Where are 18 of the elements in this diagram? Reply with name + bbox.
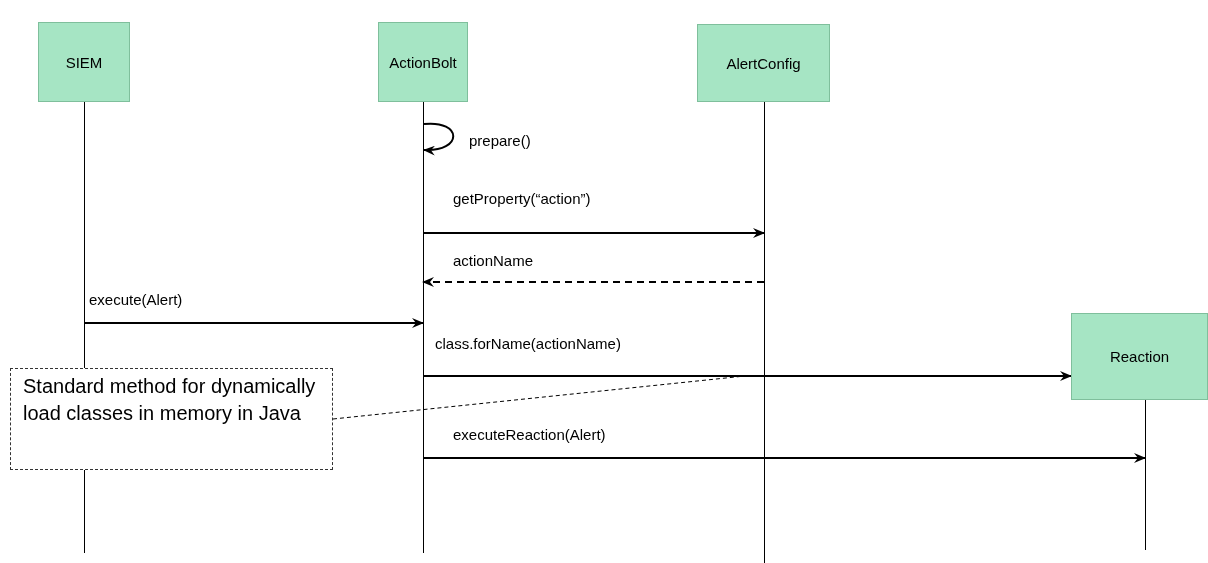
message-arrow (423, 122, 455, 155)
message-arrow (422, 228, 765, 238)
message-arrow (422, 371, 1072, 381)
note-box: Standard method for dynamically load classes in memory in Java (10, 368, 333, 470)
participant-box: AlertConfig (697, 24, 830, 102)
edge-label: execute(Alert) (88, 291, 184, 308)
edge-label: executeReaction(Alert) (452, 426, 607, 443)
edge-label: class.forName(actionName) (434, 335, 622, 352)
message-arrow (422, 277, 765, 287)
edge-label: prepare() (468, 132, 532, 149)
edge-label: actionName (452, 252, 535, 269)
participant-box: ActionBolt (378, 22, 468, 102)
edge-label: getProperty(“action”) (452, 190, 592, 207)
participant-box: Reaction (1071, 313, 1208, 400)
leader-line (332, 375, 746, 420)
message-arrow (83, 318, 424, 328)
message-arrow (422, 453, 1146, 463)
participant-box: SIEM (38, 22, 130, 102)
